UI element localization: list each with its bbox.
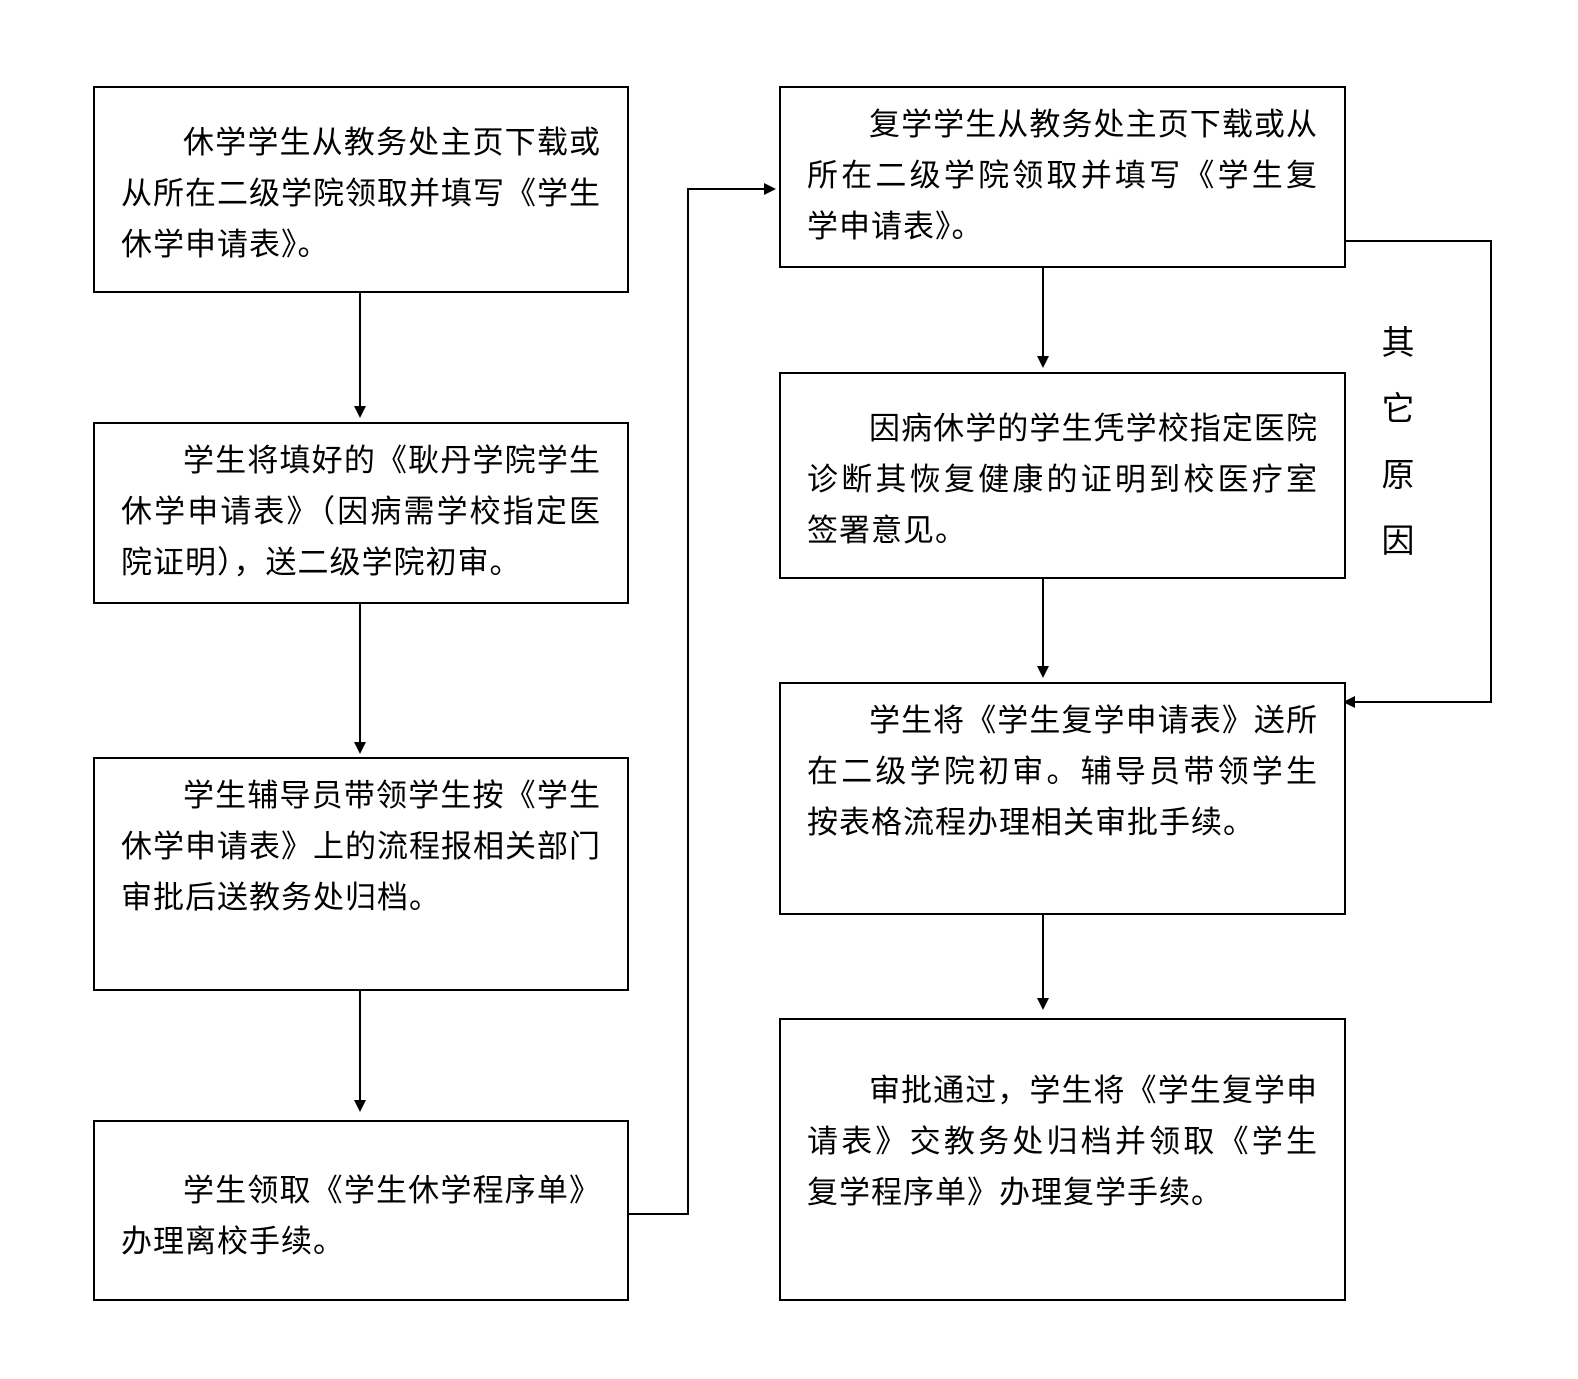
step-text: 因病休学的学生凭学校指定医院诊断其恢复健康的证明到校医疗室签署意见。 <box>807 411 1318 549</box>
step-text: 复学学生从教务处主页下载或从所在二级学院领取并填写《学生复学申请表》。 <box>807 107 1318 245</box>
other-reasons-char: 因 <box>1381 521 1415 560</box>
step-text: 学生领取《学生休学程序单》办理离校手续。 <box>121 1173 601 1260</box>
step-text: 学生辅导员带领学生按《学生休学申请表》上的流程报相关部门审批后送教务处归档。 <box>121 778 601 916</box>
other-reasons-label: 其 它 原 因 <box>1376 310 1420 574</box>
step-box-leave-3: 学生辅导员带领学生按《学生休学申请表》上的流程报相关部门审批后送教务处归档。 <box>93 757 629 991</box>
arrow-other-reasons-bypass <box>1343 240 1492 708</box>
step-box-return-1: 复学学生从教务处主页下载或从所在二级学院领取并填写《学生复学申请表》。 <box>779 86 1346 268</box>
other-reasons-char: 其 <box>1381 323 1415 362</box>
step-box-return-3: 学生将《学生复学申请表》送所在二级学院初审。辅导员带领学生按表格流程办理相关审批… <box>779 682 1346 915</box>
step-box-leave-2: 学生将填好的《耿丹学院学生休学申请表》（因病需学校指定医院证明），送二级学院初审… <box>93 422 629 604</box>
step-text: 学生将填好的《耿丹学院学生休学申请表》（因病需学校指定医院证明），送二级学院初审… <box>121 443 601 581</box>
step-box-return-2: 因病休学的学生凭学校指定医院诊断其恢复健康的证明到校医疗室签署意见。 <box>779 372 1346 579</box>
step-box-leave-4: 学生领取《学生休学程序单》办理离校手续。 <box>93 1120 629 1301</box>
step-box-return-4: 审批通过，学生将《学生复学申请表》交教务处归档并领取《学生复学程序单》办理复学手… <box>779 1018 1346 1301</box>
step-box-leave-1: 休学学生从教务处主页下载或从所在二级学院领取并填写《学生休学申请表》。 <box>93 86 629 293</box>
step-text: 学生将《学生复学申请表》送所在二级学院初审。辅导员带领学生按表格流程办理相关审批… <box>807 703 1318 841</box>
step-text: 审批通过，学生将《学生复学申请表》交教务处归档并领取《学生复学程序单》办理复学手… <box>807 1073 1318 1211</box>
arrow-left-to-right <box>628 183 776 1215</box>
other-reasons-char: 它 <box>1381 389 1415 428</box>
other-reasons-char: 原 <box>1381 455 1415 494</box>
step-text: 休学学生从教务处主页下载或从所在二级学院领取并填写《学生休学申请表》。 <box>121 125 601 263</box>
